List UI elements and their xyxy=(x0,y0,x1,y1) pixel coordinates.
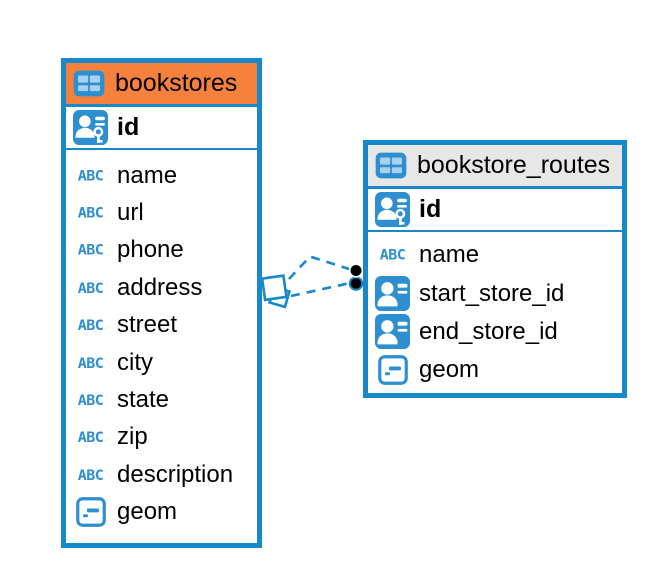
column-label: name xyxy=(117,161,178,189)
column-row-pk[interactable]: id xyxy=(66,107,257,150)
foreign-key-icon xyxy=(374,314,411,349)
text-type-icon: ABC xyxy=(77,204,104,222)
column-row[interactable]: ABC name xyxy=(66,157,257,194)
entity-table-bookstore-routes[interactable]: bookstore_routes id ABC name start_store… xyxy=(363,140,627,398)
column-row-pk[interactable]: id xyxy=(368,189,622,232)
table-title: bookstore_routes xyxy=(417,151,611,179)
column-label: id xyxy=(117,113,140,141)
column-label: address xyxy=(117,273,203,301)
primary-key-icon xyxy=(374,192,411,227)
column-row[interactable]: geom xyxy=(368,351,622,389)
text-type-icon: ABC xyxy=(77,279,104,297)
column-label: description xyxy=(117,460,234,488)
entity-table-bookstores[interactable]: bookstores id ABC name ABC url ABC phone… xyxy=(61,58,262,548)
relationship-dot-markers xyxy=(348,263,364,291)
column-label: street xyxy=(117,311,178,339)
table-header-bookstores[interactable]: bookstores xyxy=(66,63,257,107)
column-row[interactable]: ABC city xyxy=(66,344,257,381)
column-row[interactable]: ABC state xyxy=(66,381,257,418)
relationship-diamond-marker xyxy=(260,274,292,309)
column-label: start_store_id xyxy=(419,279,565,307)
text-type-icon: ABC xyxy=(77,316,104,334)
geometry-type-icon xyxy=(374,355,411,385)
text-type-icon: ABC xyxy=(77,391,104,409)
column-row[interactable]: ABC street xyxy=(66,307,257,344)
column-list: ABC name ABC url ABC phone ABC address A… xyxy=(66,150,257,531)
column-label: state xyxy=(117,386,170,414)
column-list: ABC name start_store_id end_store_id geo… xyxy=(368,232,622,390)
text-type-icon: ABC xyxy=(77,428,104,446)
text-type-icon: ABC xyxy=(77,241,104,260)
column-label: zip xyxy=(117,423,148,451)
relationship-dashed-lines[interactable] xyxy=(288,255,351,298)
text-type-icon: ABC xyxy=(77,167,104,185)
column-label: url xyxy=(117,199,144,227)
column-label: city xyxy=(117,348,153,376)
column-row[interactable]: ABC url xyxy=(66,194,257,231)
column-row[interactable]: start_store_id xyxy=(368,274,622,312)
text-type-icon: ABC xyxy=(77,354,104,372)
table-header-bookstore-routes[interactable]: bookstore_routes xyxy=(368,145,622,189)
column-label: geom xyxy=(117,498,178,526)
column-label: end_store_id xyxy=(419,317,558,345)
column-label: name xyxy=(419,241,480,269)
table-icon xyxy=(374,152,408,179)
geometry-type-icon xyxy=(72,497,109,527)
column-row[interactable]: ABC name xyxy=(368,236,622,274)
column-row[interactable]: end_store_id xyxy=(368,313,622,351)
table-icon xyxy=(72,70,106,97)
column-row[interactable]: ABC address xyxy=(66,269,257,306)
primary-key-icon xyxy=(72,110,109,145)
table-title: bookstores xyxy=(115,69,238,97)
column-row[interactable]: ABC phone xyxy=(66,232,257,269)
foreign-key-icon xyxy=(374,276,411,311)
column-label: geom xyxy=(419,356,480,384)
column-row[interactable]: geom xyxy=(66,494,257,531)
column-label: id xyxy=(419,195,442,223)
text-type-icon: ABC xyxy=(77,466,104,484)
column-row[interactable]: ABC description xyxy=(66,456,257,493)
text-type-icon: ABC xyxy=(379,246,406,264)
column-row[interactable]: ABC zip xyxy=(66,419,257,456)
column-label: phone xyxy=(117,236,184,264)
